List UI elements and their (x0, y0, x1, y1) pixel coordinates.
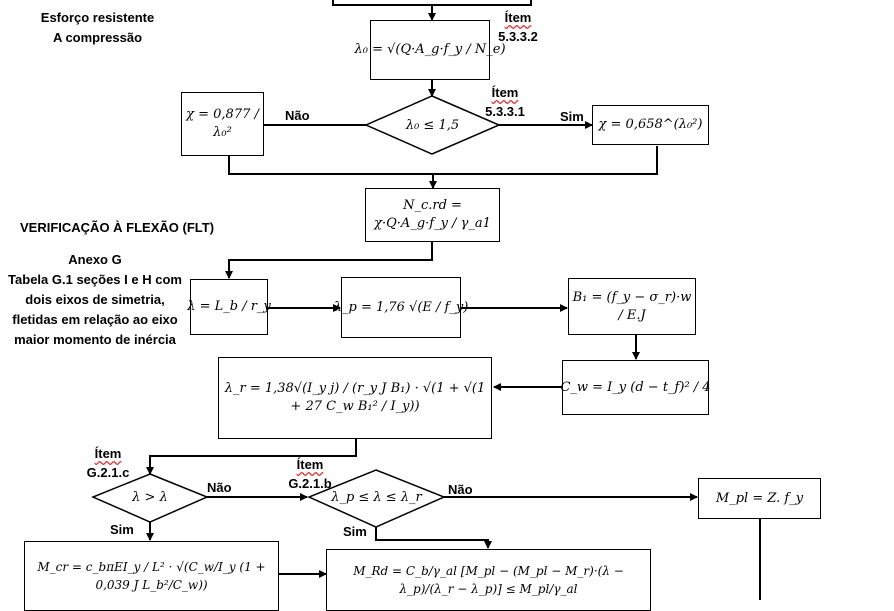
formula-lambda-p: λ_p = 1,76 √(E / f_y) (334, 277, 468, 338)
arrow-to-lambda (225, 242, 433, 279)
item-word: Ítem (491, 85, 519, 100)
formula-mrd: M_Rd = C_b/γ_al [M_pl − (M_pl − M_r)·(λ … (326, 549, 651, 611)
item-word: Ítem (504, 10, 532, 25)
item-ref-5332: Ítem 5.3.3.2 (490, 8, 546, 46)
item-code: 5.3.3.1 (485, 104, 525, 119)
decision-lambda-range (307, 469, 446, 528)
formula-cw: C_w = I_y (d − t_f)² / 4 (560, 360, 711, 415)
formula-chi-nao: χ = 0,877 / λ₀² (181, 92, 264, 156)
branch-sim-1: Sim (560, 109, 584, 124)
merge-line (228, 146, 658, 175)
decision-lambda0 (364, 95, 501, 155)
compression-title: Esforço resistente A compressão (40, 10, 155, 45)
formula-lambda-r: λ_r = 1,38√(I_y j) / (r_y J B₁) · √(1 + … (218, 357, 492, 439)
decision-lambda0-text: λ₀ ≤ 1,5 (405, 117, 460, 133)
arrow-to-cond-lambda (146, 439, 357, 475)
formula-b1: B₁ = (f_y − σ_r)·w / E.J (568, 278, 696, 335)
formula-ncrd: N_c.rd = χ·Q·A_g·f_y / γ_a1 (365, 188, 500, 242)
flexure-title: VERIFICAÇÃO À FLEXÃO (FLT) (20, 220, 215, 235)
formula-lambda0: λ₀ = √(Q·A_g·f_y / N_e) (354, 20, 506, 80)
item-code: G.2.1.b (288, 476, 332, 491)
branch-sim-2: Sim (110, 522, 134, 537)
formula-mcr: M_cr = c_bπEI_y / L² · √(C_w/I_y (1 + 0,… (24, 541, 279, 611)
formula-lambda: λ = L_b / r_y (187, 279, 271, 335)
item-ref-g21b: Ítem G.2.1.b (282, 455, 338, 493)
formula-mpl: M_pl = Z. f_y (698, 478, 821, 519)
item-ref-g21c: Ítem G.2.1.c (80, 444, 136, 482)
item-word: Ítem (94, 446, 122, 461)
branch-nao-1: Não (285, 108, 310, 123)
decision-lambda-range-text: λ_p ≤ λ ≤ λ_r (331, 489, 422, 505)
branch-sim-3: Sim (343, 524, 367, 539)
item-word: Ítem (296, 457, 324, 472)
arrow-sim-3 (375, 527, 492, 549)
item-ref-5331: Ítem 5.3.3.1 (480, 83, 530, 121)
annex-note: Anexo G Tabela G.1 seções I e H com dois… (8, 252, 182, 347)
decision-lambda-gt-text: λ > λ (132, 489, 168, 505)
item-code: G.2.1.c (86, 465, 130, 480)
branch-nao-3: Não (448, 482, 473, 497)
top-partial-box (332, 0, 532, 6)
item-code: 5.3.3.2 (498, 29, 538, 44)
decision-lambda-gt (91, 473, 209, 523)
branch-nao-2: Não (207, 480, 232, 495)
formula-chi-sim: χ = 0,658^(λ₀²) (592, 105, 709, 145)
